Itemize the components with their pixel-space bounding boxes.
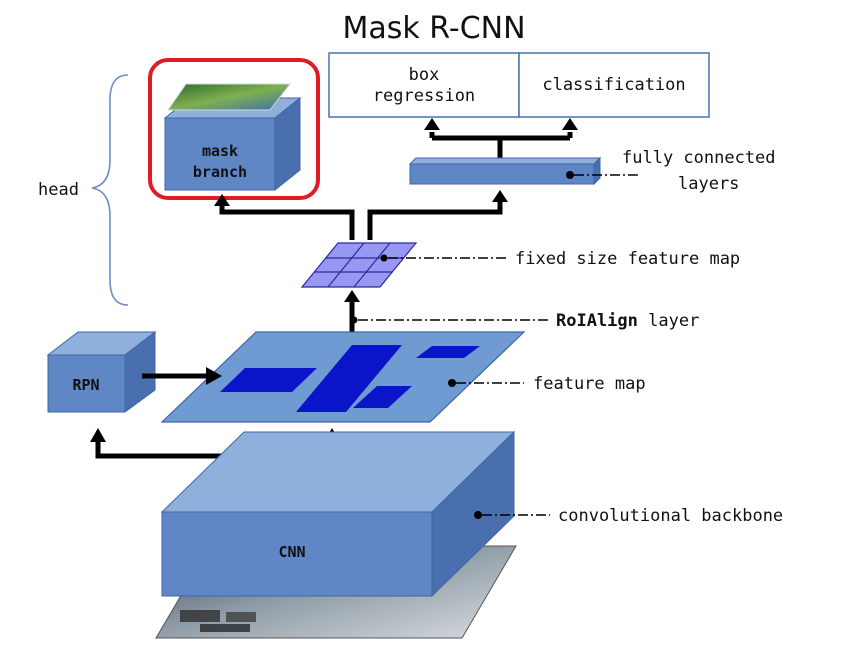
mask-branch-block: mask branch xyxy=(163,83,302,192)
roi-box-1 xyxy=(220,368,317,392)
backbone-label: convolutional backbone xyxy=(558,506,783,526)
arrow-head-roialign xyxy=(344,290,360,302)
mask-branch-highlight xyxy=(148,58,320,200)
fixed-map-dot xyxy=(380,254,388,262)
roialign-label: RoIAlign layer xyxy=(556,311,699,331)
cnn-backbone-block: CNN xyxy=(160,430,516,598)
fixed-size-feature-map xyxy=(300,242,418,288)
backbone-dot xyxy=(474,511,482,519)
fc-dot xyxy=(566,171,574,179)
fc-label-line1: fully connected xyxy=(622,148,776,168)
feature-map-label: feature map xyxy=(533,374,646,394)
fixed-map-label: fixed size feature map xyxy=(515,249,740,269)
arrow-head-class xyxy=(562,118,578,130)
fc-label-line2: layers xyxy=(678,174,739,194)
feature-map xyxy=(160,331,526,423)
box-regression-line1: box xyxy=(409,65,440,85)
fully-connected-layer xyxy=(408,156,602,186)
rpn-label: RPN xyxy=(72,376,99,394)
roi-to-mask-arrow xyxy=(219,204,355,240)
arrow-head-to-rpn xyxy=(90,428,106,442)
arrow-head-rpn xyxy=(206,367,222,385)
box-regression-line2: regression xyxy=(373,86,475,106)
classification-label: classification xyxy=(542,75,685,95)
input-image-detail xyxy=(180,610,256,632)
arrow-head-mask xyxy=(214,194,230,206)
roialign-label-bold: RoIAlign xyxy=(556,311,638,331)
mask-output-image xyxy=(167,83,292,111)
roi-to-fc-arrow xyxy=(367,200,503,240)
head-label: head xyxy=(38,180,79,200)
mask-branch-line2: branch xyxy=(193,163,247,181)
roialign-dot xyxy=(350,316,358,324)
feature-map-dot xyxy=(448,379,456,387)
rpn-block: RPN xyxy=(46,330,157,413)
diagram-title: Mask R-CNN xyxy=(342,11,525,46)
head-brace xyxy=(91,74,129,306)
roi-box-3 xyxy=(353,386,412,408)
roialign-label-rest: layer xyxy=(638,311,699,331)
classification-box: classification xyxy=(518,52,710,118)
fc-to-outputs-arrow xyxy=(429,132,573,158)
box-regression-box: box regression xyxy=(328,52,520,118)
arrow-head-box xyxy=(424,118,440,130)
roi-box-4 xyxy=(416,346,480,358)
arrow-head-fc xyxy=(492,190,508,202)
roi-box-2 xyxy=(296,345,402,412)
cnn-label: CNN xyxy=(278,543,305,561)
mask-branch-line1: mask xyxy=(202,142,238,160)
